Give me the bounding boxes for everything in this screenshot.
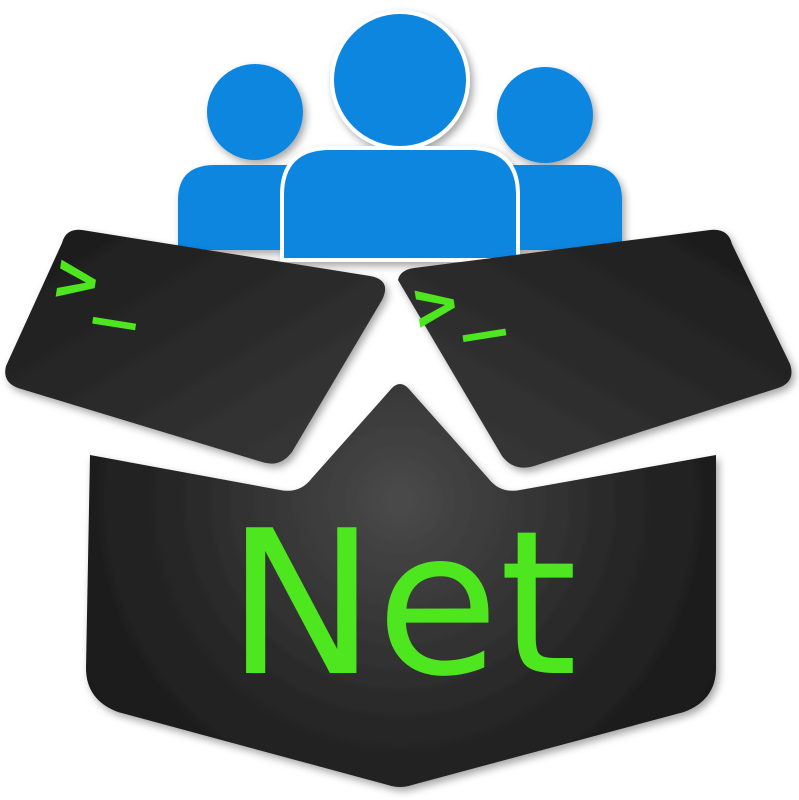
terminal-prompt-left-text: >_	[49, 234, 148, 331]
box-body	[86, 384, 716, 787]
box-flap-right	[398, 229, 792, 468]
terminal-prompt-right-text: >_	[408, 252, 507, 349]
terminal-prompt-left: >_	[49, 234, 148, 331]
users-group-icon	[178, 10, 622, 262]
open-box-icon	[5, 229, 792, 787]
wordmark-net: Net	[226, 488, 577, 721]
box-flap-left	[5, 229, 386, 464]
user-center-icon	[280, 10, 520, 262]
terminal-prompt-right: >_	[408, 252, 507, 349]
